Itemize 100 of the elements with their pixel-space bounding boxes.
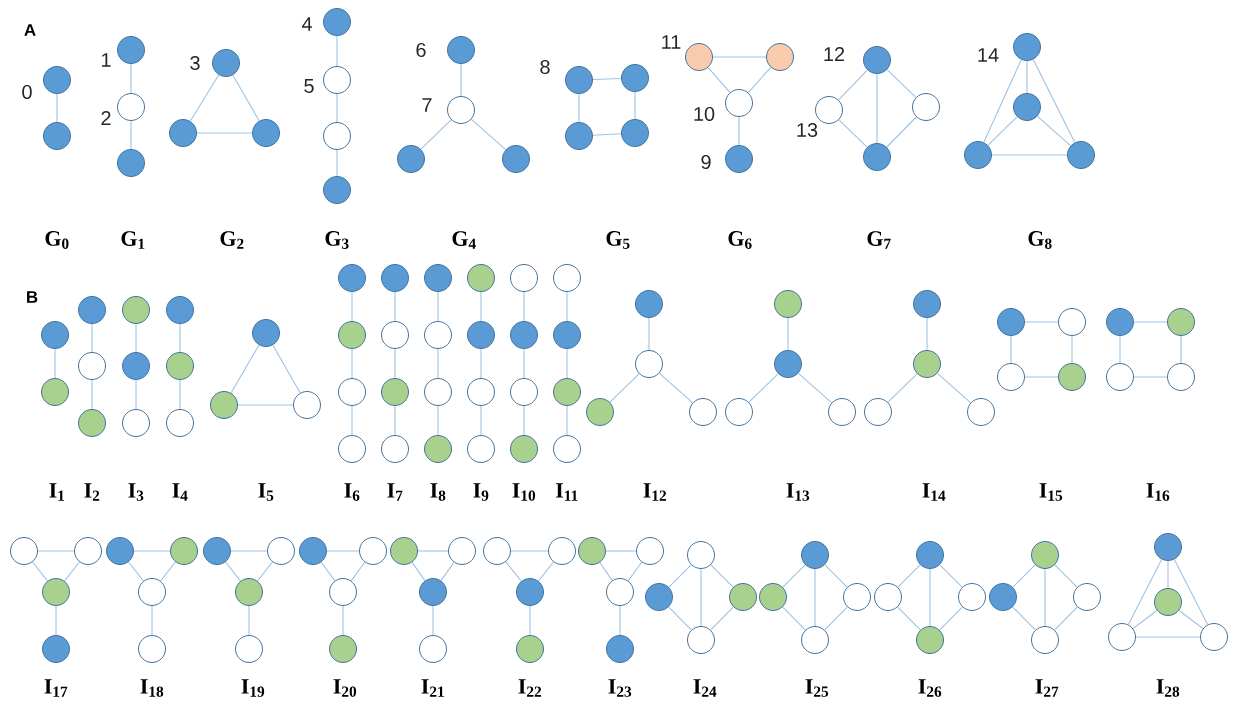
graph-vertex <box>916 626 944 654</box>
graph-vertex <box>801 626 829 654</box>
graph-vertex <box>553 435 581 463</box>
graph-vertex <box>635 290 663 318</box>
edge-line <box>991 154 1068 156</box>
edge-line <box>1133 321 1168 323</box>
graph-vertex <box>1031 626 1059 654</box>
edge-line <box>782 564 806 588</box>
graph-vertex <box>122 352 150 380</box>
edge-line <box>936 372 972 404</box>
graph-vertex <box>565 122 593 150</box>
edge-line <box>32 561 48 582</box>
graph-vertex <box>725 398 753 426</box>
panel-letter: A <box>24 24 36 36</box>
graph-vertex <box>645 583 673 611</box>
graph-vertex <box>338 435 366 463</box>
edge-line <box>797 372 833 404</box>
edge-line <box>351 348 353 379</box>
graph-name: G$_{6}$ <box>728 231 752 249</box>
edge-line <box>627 561 643 582</box>
graph-vertex <box>424 264 452 292</box>
edge-line <box>336 35 338 67</box>
graph-vertex <box>1058 308 1086 336</box>
edge-line <box>417 550 449 552</box>
graph-vertex <box>117 149 145 177</box>
edge-line <box>320 561 336 582</box>
edge-line <box>609 373 640 403</box>
edge-line <box>135 379 137 410</box>
edge-line <box>160 561 176 582</box>
graph-vertex <box>1013 93 1041 121</box>
edge-line <box>668 606 692 631</box>
graph-vertex <box>553 378 581 406</box>
edge-line <box>814 568 816 627</box>
edge-line <box>523 291 525 322</box>
graph-vertex <box>210 391 238 419</box>
edge-line <box>189 74 220 122</box>
edge-line <box>824 564 848 588</box>
graph-name: I$_{13}$ <box>786 483 810 501</box>
edge-line <box>1010 335 1012 364</box>
graph-vertex <box>381 321 409 349</box>
edge-line <box>1044 568 1046 627</box>
edge-line <box>1178 609 1204 630</box>
graph-vertex <box>42 578 70 606</box>
graph-vertex <box>510 378 538 406</box>
graph-vertex <box>635 350 663 378</box>
graph-name: I$_{23}$ <box>608 679 632 697</box>
graph-vertex <box>586 398 614 426</box>
graph-vertex <box>1058 363 1086 391</box>
edge-line <box>1119 335 1121 364</box>
edge-line <box>658 372 694 404</box>
graph-vertex <box>106 537 134 565</box>
graph-name: G$_{2}$ <box>220 231 244 249</box>
vertex-number: 9 <box>701 154 711 170</box>
graph-vertex <box>1167 308 1195 336</box>
edge-line <box>91 323 93 353</box>
edge-line <box>1071 335 1073 364</box>
graph-vertex <box>516 578 544 606</box>
edge-line <box>782 606 806 631</box>
graph-name: I$_{8}$ <box>430 483 446 501</box>
edge-line <box>55 605 57 636</box>
edge-line <box>130 120 132 150</box>
edge-line <box>1024 376 1059 378</box>
graph-vertex <box>424 321 452 349</box>
edge-line <box>437 291 439 322</box>
vertex-number: 2 <box>101 111 111 125</box>
graph-name: I$_{7}$ <box>387 483 403 501</box>
edge-line <box>523 348 525 379</box>
graph-vertex <box>74 537 102 565</box>
edge-line <box>887 373 918 403</box>
graph-vertex <box>397 145 425 173</box>
graph-vertex <box>510 264 538 292</box>
edge-line <box>578 93 580 123</box>
edge-line <box>342 605 344 636</box>
graph-vertex <box>553 264 581 292</box>
graph-vertex <box>483 537 511 565</box>
graph-vertex <box>424 378 452 406</box>
vertex-number: 13 <box>797 122 818 138</box>
graph-vertex <box>967 398 995 426</box>
edge-line <box>130 63 132 94</box>
graph-name: I$_{3}$ <box>128 483 144 501</box>
graph-vertex <box>42 635 70 663</box>
edge-line <box>747 66 772 94</box>
edge-line <box>1180 335 1182 364</box>
edge-line <box>1024 321 1059 323</box>
graph-vertex <box>1067 141 1095 169</box>
graph-vertex <box>801 541 829 569</box>
graph-vertex <box>1108 623 1136 651</box>
edge-line <box>440 561 455 582</box>
edge-line <box>566 291 568 322</box>
edge-line <box>605 550 637 552</box>
graph-name: I$_{15}$ <box>1039 483 1063 501</box>
edge-line <box>939 564 963 588</box>
graph-vertex <box>78 409 106 437</box>
graph-vertex <box>203 537 231 565</box>
graph-vertex <box>467 435 495 463</box>
graph-vertex <box>122 409 150 437</box>
graph-vertex <box>329 635 357 663</box>
graph-name: I$_{12}$ <box>643 483 667 501</box>
graph-vertex <box>912 93 940 121</box>
edge-line <box>460 63 462 97</box>
